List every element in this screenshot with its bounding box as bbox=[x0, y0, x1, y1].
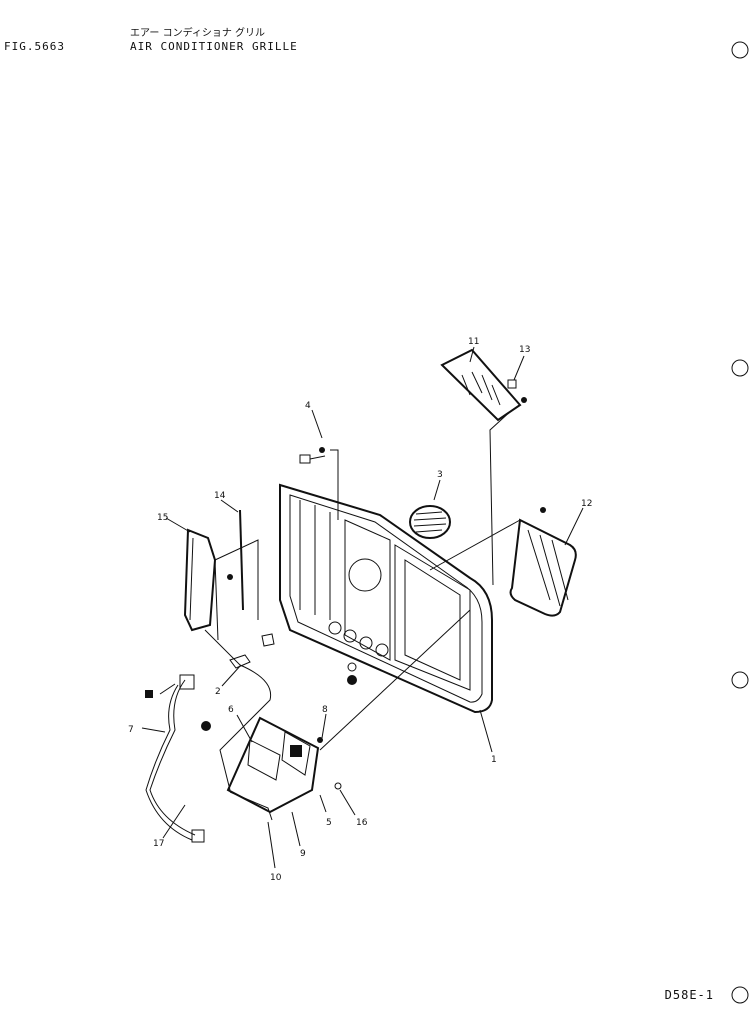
callout-8: 8 bbox=[322, 705, 328, 715]
callout-7: 7 bbox=[128, 725, 134, 735]
binding-hole-marks bbox=[731, 41, 749, 1004]
rod bbox=[239, 509, 244, 611]
main-housing bbox=[279, 483, 493, 714]
diagram-title: AIR CONDITIONER GRILLE bbox=[130, 40, 298, 53]
side-cover bbox=[183, 528, 233, 632]
small-plate bbox=[440, 348, 522, 422]
wire-harness bbox=[145, 674, 205, 843]
controller-unit bbox=[201, 716, 342, 821]
callout-11: 11 bbox=[468, 337, 479, 347]
housing-fittings bbox=[328, 621, 389, 685]
callout-1: 1 bbox=[491, 755, 497, 765]
bolt bbox=[299, 447, 326, 464]
figure-number: FIG.5663 bbox=[4, 40, 65, 53]
bracket bbox=[229, 633, 275, 669]
callout-6: 6 bbox=[228, 705, 234, 715]
callout-10: 10 bbox=[270, 873, 282, 883]
callout-15: 15 bbox=[157, 513, 168, 523]
callout-2: 2 bbox=[215, 687, 221, 697]
japanese-title: エアー コンディショナ グリル bbox=[130, 28, 266, 39]
louver-grille bbox=[509, 507, 577, 617]
clip-13 bbox=[507, 379, 517, 389]
callout-13: 13 bbox=[519, 345, 530, 355]
round-grille bbox=[409, 505, 451, 539]
callout-3: 3 bbox=[437, 470, 443, 480]
callout-12: 12 bbox=[581, 499, 592, 509]
callout-9: 9 bbox=[300, 849, 306, 859]
callout-16: 16 bbox=[356, 818, 368, 828]
page-code: D58E-1 bbox=[664, 988, 714, 1002]
callout-4: 4 bbox=[305, 401, 311, 411]
screw-13 bbox=[521, 397, 527, 403]
callout-17: 17 bbox=[153, 839, 164, 849]
assembly-lines bbox=[204, 409, 521, 791]
callout-14: 14 bbox=[214, 491, 226, 501]
callout-5: 5 bbox=[326, 818, 332, 828]
leader-lines bbox=[141, 346, 584, 869]
